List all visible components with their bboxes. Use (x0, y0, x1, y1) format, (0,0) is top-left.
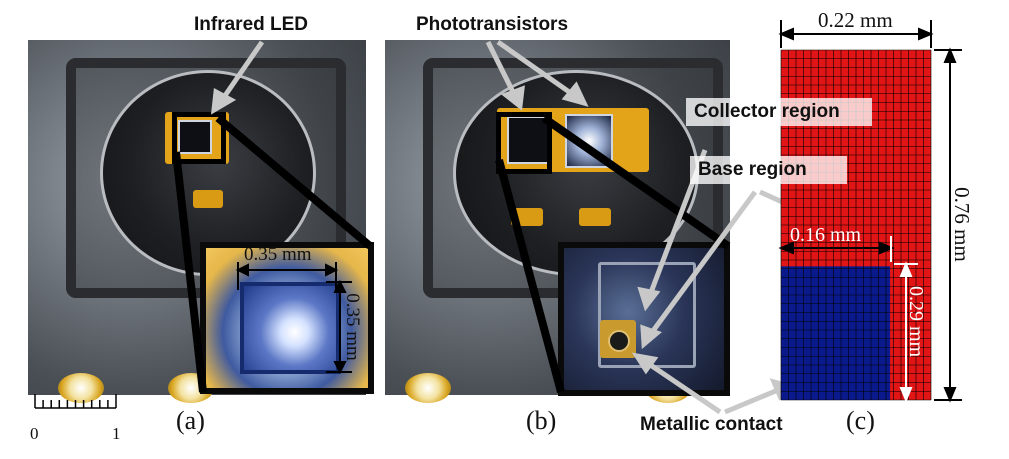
bond-wire-ball (608, 330, 630, 352)
dim-arrow-model-width-left (778, 27, 794, 41)
dim-arrow-led-width-right (325, 263, 339, 277)
panel-label-a: (a) (176, 406, 205, 435)
arrow-phototransistor-1 (485, 40, 518, 98)
label-metallic-contact: Metallic contact (640, 414, 783, 435)
scale-bar-max-label: 1 (112, 424, 121, 443)
dim-label-base-height: 0.29 mm (905, 285, 928, 358)
led-die (178, 120, 212, 154)
dim-label-led-width: 0.35 mm (244, 244, 312, 265)
dim-label-base-width: 0.16 mm (790, 224, 862, 246)
zoom-line-a-right (215, 114, 373, 250)
panel-label-c: (c) (846, 406, 875, 435)
dim-arrow-model-width-right (918, 27, 934, 41)
dim-label-model-height: 0.76 mm (949, 187, 974, 262)
lead-b1 (405, 373, 451, 403)
panel-label-b: (b) (526, 406, 557, 435)
led-selection-box (172, 112, 226, 164)
arrow-metallic-contact-1-head (631, 352, 659, 375)
dim-label-led-height: 0.35 mm (341, 293, 363, 361)
scale-bar-min-label: 0 (30, 424, 39, 443)
scale-bar (34, 394, 117, 409)
dim-arrow-led-height-top (333, 279, 347, 293)
dim-arrow-base-height-top (899, 261, 913, 277)
led-bond-pad (193, 190, 223, 208)
zoom-line-b-left (495, 158, 565, 394)
arrow-base-region-1 (647, 190, 758, 337)
arrow-metallic-contact-1 (644, 359, 722, 415)
zoom-line-a-left (172, 151, 207, 393)
arrow-phototransistor-1-head (500, 85, 525, 111)
arrow-phototransistor-2 (496, 39, 577, 99)
phototransistor-selection-box (496, 112, 552, 174)
dim-arrow-model-height-bottom (943, 387, 957, 403)
label-base-region: Base region (690, 156, 847, 184)
label-phototransistors: Phototransistors (410, 13, 575, 37)
bond-pad-b2 (579, 208, 611, 226)
dim-arrow-model-height-top (943, 47, 957, 63)
base-region-mesh (781, 266, 891, 400)
dim-arrow-base-height-bottom (899, 387, 913, 403)
arrow-phototransistor-2-head (561, 81, 589, 107)
dim-arrow-led-height-bottom (333, 361, 347, 375)
arrow-base-region-1-head (640, 324, 662, 350)
dim-arrow-base-width-left (778, 241, 794, 255)
zoom-line-b-right (541, 114, 731, 250)
label-infrared-led: Infrared LED (188, 13, 315, 37)
arrow-infrared-led (219, 40, 265, 102)
dim-arrow-led-width-left (235, 263, 249, 277)
arrow-metallic-contact-2 (724, 387, 779, 415)
led-die-zoom (240, 282, 340, 374)
dim-label-model-width: 0.22 mm (818, 8, 893, 32)
arrow-collector-region-head (637, 286, 661, 312)
lead-a1 (58, 373, 104, 403)
dim-arrow-base-width-right (879, 241, 895, 255)
arrow-infrared-led-head (210, 88, 237, 115)
label-collector-region: Collector region (686, 98, 872, 126)
